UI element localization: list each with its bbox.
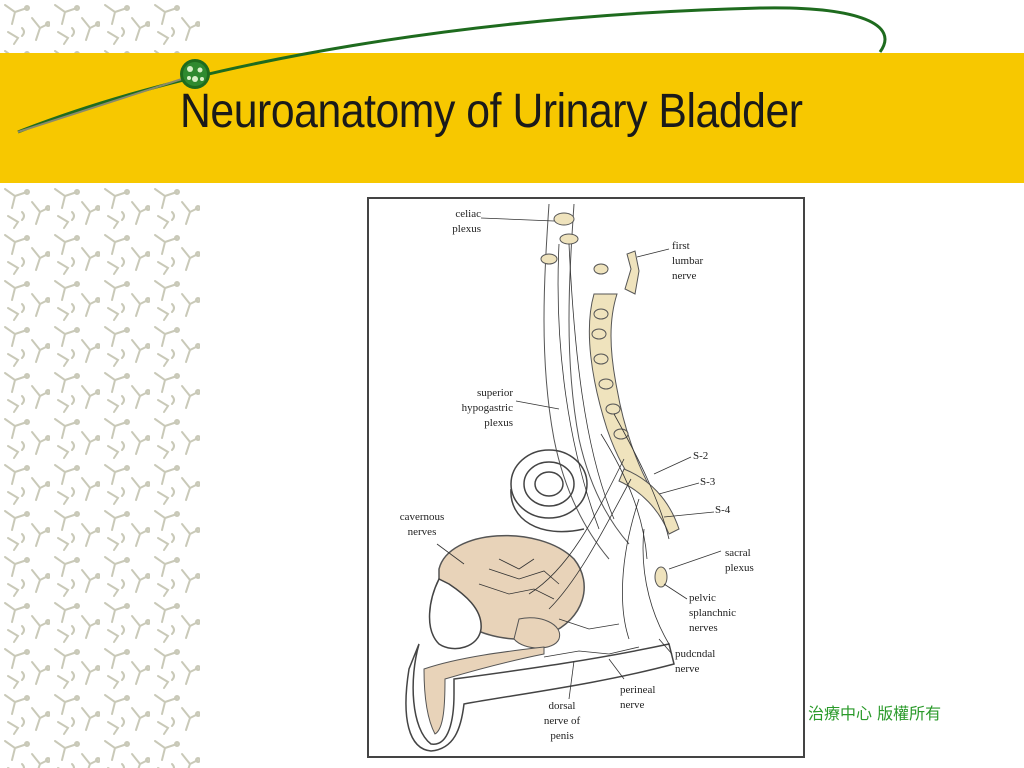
label-s2: S-2 [693,450,709,462]
swoosh-decoration [17,6,887,134]
label-sacral-plexus: sacral plexus [725,547,754,574]
slide-title: Neuroanatomy of Urinary Bladder [180,85,803,138]
anatomy-illustration [405,203,722,752]
label-cavernous-nerves: cavernous nerves [399,511,445,538]
label-celiac-plexus: celiac plexus [452,208,481,235]
label-superior-hypogastric-plexus: superior hypogastric plexus [461,387,513,429]
label-s3: S-3 [700,476,716,488]
label-first-lumbar-nerve: first lumbar nerve [672,240,704,282]
title-band [0,53,1024,183]
label-perineal-nerve: perineal nerve [620,684,656,711]
copyright-notice: 治療中心 版權所有 [808,704,942,723]
label-dorsal-nerve-of-penis: dorsal nerve of penis [543,700,581,742]
label-pelvic-splanchnic-nerves: pelvic splanchnic nerves [689,592,737,634]
urethra [423,646,545,735]
label-s4: S-4 [715,504,731,516]
label-pudendal-nerve: pudcndal nerve [675,648,716,675]
anatomy-figure: celiac plexus first lumbar nerve superio… [367,197,805,758]
green-cell-orb-icon [180,59,210,89]
